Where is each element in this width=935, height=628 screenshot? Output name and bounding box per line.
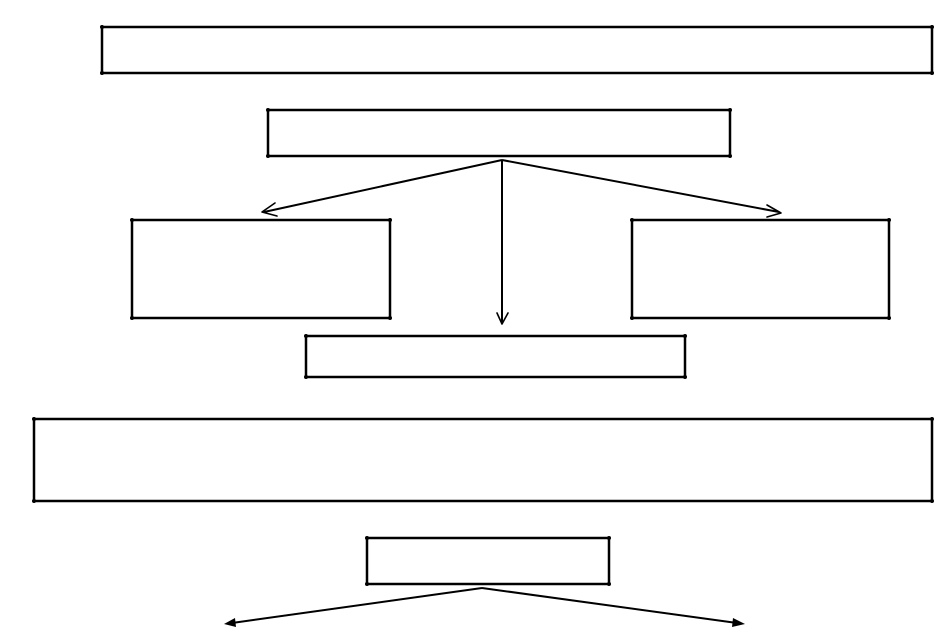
solid-arrowhead-icon [224, 618, 236, 627]
connector-central-to-right [501, 159, 782, 218]
lower-box [365, 536, 611, 586]
central-box [266, 108, 732, 158]
connector-central-to-left [261, 159, 503, 217]
wide-summary-box [32, 417, 934, 503]
solid-arrowhead-icon [732, 618, 745, 627]
left-branch-box [130, 218, 392, 320]
open-arrowhead-icon [766, 204, 782, 218]
middle-result-box [304, 334, 687, 379]
open-arrowhead-icon [261, 202, 278, 217]
connector-central-to-middle [496, 160, 509, 325]
connector-lower-to-right [481, 587, 745, 627]
right-branch-box [630, 218, 891, 320]
open-arrowhead-icon [496, 312, 509, 325]
box-corner-dots [32, 25, 934, 586]
top-banner-box [100, 25, 934, 75]
connector-lower-to-left [224, 587, 483, 627]
